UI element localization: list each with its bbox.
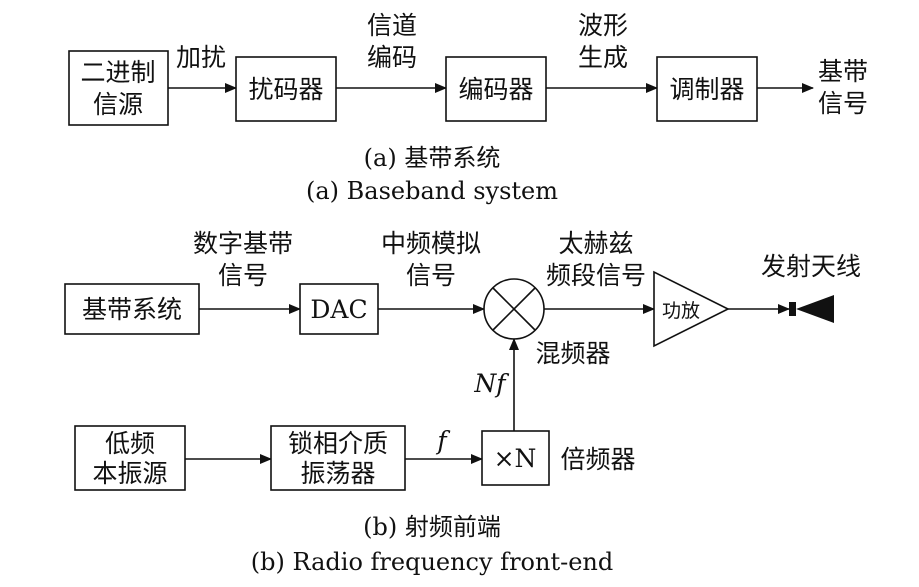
waveform-gen-label-1: 波形 bbox=[578, 11, 628, 40]
scramble-label: 加扰 bbox=[176, 43, 226, 72]
binary-source-label-2: 信源 bbox=[93, 90, 143, 119]
pldro-label-2: 振荡器 bbox=[300, 459, 375, 488]
waveform-gen-label-2: 生成 bbox=[578, 43, 628, 72]
lo-source-block bbox=[74, 425, 186, 491]
thz-band-label-2: 频段信号 bbox=[546, 261, 646, 290]
channel-coding-label-2: 编码 bbox=[367, 43, 417, 72]
encoder-block bbox=[445, 56, 547, 122]
caption-b-en: (b) Radio frequency front-end bbox=[251, 548, 613, 576]
modulator-label: 调制器 bbox=[669, 75, 744, 104]
if-analog-label-2: 信号 bbox=[406, 261, 456, 290]
thz-band-label-1: 太赫兹 bbox=[558, 229, 633, 258]
lo-label-1: 低频 bbox=[105, 429, 155, 458]
digital-baseband-label-1: 数字基带 bbox=[193, 229, 293, 258]
digital-baseband-label-2: 信号 bbox=[218, 261, 268, 290]
baseband-signal-label-2: 信号 bbox=[818, 89, 868, 118]
channel-coding-label-1: 信道 bbox=[367, 11, 417, 40]
dac-label: DAC bbox=[310, 295, 367, 324]
baseband-system-diagram: 二进制 信源 加扰 扰码器 信道 编码 编码器 波形 生成 调制器 基带 信号 … bbox=[68, 11, 868, 205]
encoder-label: 编码器 bbox=[458, 75, 533, 104]
caption-a-en: (a) Baseband system bbox=[306, 177, 558, 205]
multiplier-block bbox=[481, 430, 550, 486]
transmit-antenna-label: 发射天线 bbox=[761, 252, 861, 281]
lo-label-2: 本振源 bbox=[92, 459, 167, 488]
scrambler-block bbox=[235, 56, 337, 122]
mixer-symbol bbox=[483, 278, 545, 340]
caption-b-cn: (b) 射频前端 bbox=[363, 513, 501, 541]
mixer-label: 混频器 bbox=[535, 339, 610, 368]
horn-antenna-icon bbox=[789, 295, 834, 323]
binary-source-label-1: 二进制 bbox=[80, 58, 155, 87]
rf-frontend-diagram: 基带系统 数字基带 信号 DAC 中频模拟 信号 混频器 太赫兹 频段信号 功放… bbox=[64, 229, 861, 576]
binary-source-block bbox=[68, 50, 169, 126]
pldro-block bbox=[270, 425, 406, 491]
pa-label: 功放 bbox=[662, 300, 700, 322]
multiplier-name-label: 倍频器 bbox=[560, 445, 635, 474]
if-analog-label-1: 中频模拟 bbox=[381, 229, 481, 258]
nf-label: Nf bbox=[473, 369, 509, 398]
modulator-block bbox=[656, 56, 758, 122]
scrambler-label: 扰码器 bbox=[248, 75, 323, 104]
multiplier-label: ×N bbox=[494, 444, 537, 473]
f-label: f bbox=[435, 426, 450, 455]
pldro-label-1: 锁相介质 bbox=[288, 429, 388, 458]
baseband-system-label: 基带系统 bbox=[82, 295, 182, 324]
baseband-signal-label-1: 基带 bbox=[818, 57, 868, 86]
caption-a-cn: (a) 基带系统 bbox=[364, 144, 501, 172]
power-amplifier-symbol bbox=[653, 270, 730, 348]
